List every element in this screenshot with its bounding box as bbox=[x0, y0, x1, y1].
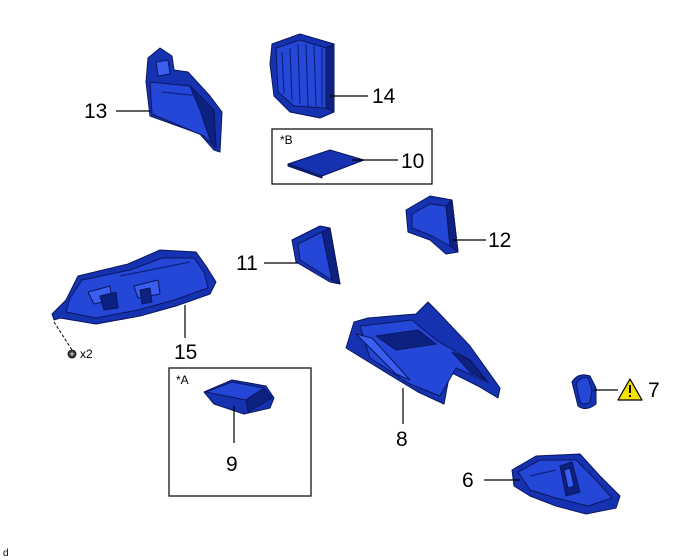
callout-6: 6 bbox=[462, 469, 474, 492]
part-15-floor-panel bbox=[51, 249, 217, 325]
callout-14: 14 bbox=[372, 85, 396, 108]
part-11-cover bbox=[291, 225, 341, 285]
clip-dashed-line bbox=[53, 321, 73, 351]
part-7-knob bbox=[571, 374, 597, 410]
part-14-duct bbox=[269, 33, 335, 119]
detail-box-a bbox=[168, 367, 312, 497]
callout-10: 10 bbox=[401, 150, 424, 173]
part-12-bracket bbox=[405, 195, 459, 255]
box-a-label: *A bbox=[176, 373, 189, 387]
box-b-label: *B bbox=[280, 133, 293, 147]
callout-15: 15 bbox=[174, 341, 197, 364]
callout-11: 11 bbox=[236, 252, 258, 275]
clip-icon bbox=[67, 349, 77, 359]
callout-13: 13 bbox=[84, 100, 107, 123]
part-10-pad bbox=[287, 149, 365, 179]
part-8-console-body bbox=[345, 301, 501, 405]
corner-code: d bbox=[3, 548, 9, 559]
part-13-panel bbox=[145, 47, 223, 153]
callout-8: 8 bbox=[396, 428, 408, 451]
callout-9: 9 bbox=[226, 453, 238, 476]
callout-12: 12 bbox=[488, 229, 511, 252]
clip-quantity: x2 bbox=[80, 347, 93, 361]
callout-7: 7 bbox=[648, 379, 660, 402]
caution-triangle-icon bbox=[617, 378, 643, 401]
part-6-shifter-housing bbox=[511, 453, 621, 515]
part-9-tray bbox=[203, 379, 275, 415]
detail-box-b bbox=[271, 128, 433, 185]
